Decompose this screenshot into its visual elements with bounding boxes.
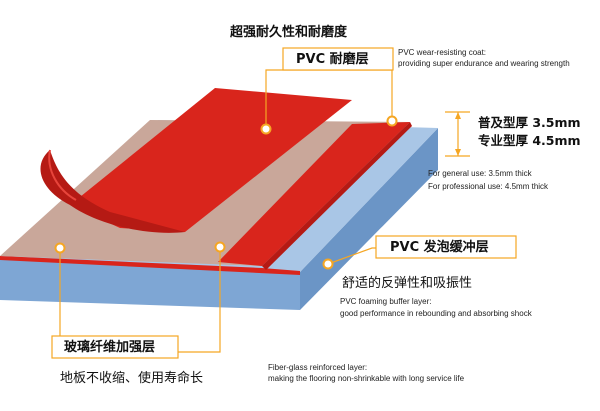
fiberglass-desc-en-2: making the flooring non-shrinkable with … bbox=[268, 374, 465, 383]
peeled-pvc-curl-highlight bbox=[48, 149, 77, 201]
fiberglass-layer-edge bbox=[0, 256, 300, 275]
thickness-professional-zh: 专业型厚 4.5mm bbox=[478, 133, 581, 148]
marker-dot-wear-left bbox=[260, 123, 272, 135]
pvc-wear-layer-strip-edge bbox=[262, 122, 412, 270]
fiberglass-label-zh: 玻璃纤维加强层 bbox=[64, 340, 156, 355]
marker-dot-foam bbox=[322, 258, 334, 270]
leader-foam bbox=[327, 247, 376, 265]
peeled-pvc-curl bbox=[40, 150, 186, 233]
marker-dot-wear-right bbox=[386, 115, 398, 127]
pvc-wear-layer-strip bbox=[218, 122, 410, 266]
thickness-arrow-down bbox=[455, 149, 461, 156]
foam-desc-en-1: PVC foaming buffer layer: bbox=[340, 297, 432, 306]
marker-dot-fiberglass-right bbox=[214, 241, 226, 253]
wear-desc-en-1: PVC wear-resisting coat: bbox=[398, 48, 487, 57]
thickness-general-en: For general use: 3.5mm thick bbox=[428, 169, 532, 178]
wear-label-box bbox=[282, 47, 394, 71]
wear-title-zh: 超强耐久性和耐磨度 bbox=[230, 25, 348, 40]
marker-dots bbox=[54, 115, 398, 270]
wear-label-zh: PVC 耐磨层 bbox=[296, 52, 369, 67]
foam-layer-side bbox=[300, 128, 438, 310]
foam-label-zh: PVC 发泡缓冲层 bbox=[390, 240, 489, 255]
foam-label-box bbox=[375, 235, 517, 259]
foam-desc-en-2: good performance in rebounding and absor… bbox=[340, 309, 532, 318]
foam-benefit-zh: 舒适的反弹性和吸振性 bbox=[342, 276, 473, 291]
marker-dot-fiberglass-left bbox=[54, 242, 66, 254]
thickness-arrow-up bbox=[455, 112, 461, 119]
fiberglass-benefit-zh: 地板不收缩、使用寿命长 bbox=[60, 371, 204, 386]
fiberglass-label-box bbox=[51, 335, 179, 359]
wear-desc-en-2: providing super endurance and wearing st… bbox=[398, 59, 570, 68]
thickness-general-zh: 普及型厚 3.5mm bbox=[478, 115, 581, 130]
thickness-professional-en: For professional use: 4.5mm thick bbox=[428, 182, 549, 191]
fiberglass-desc-en-1: Fiber-glass reinforced layer: bbox=[268, 363, 368, 372]
peeled-pvc-layer bbox=[70, 88, 352, 232]
